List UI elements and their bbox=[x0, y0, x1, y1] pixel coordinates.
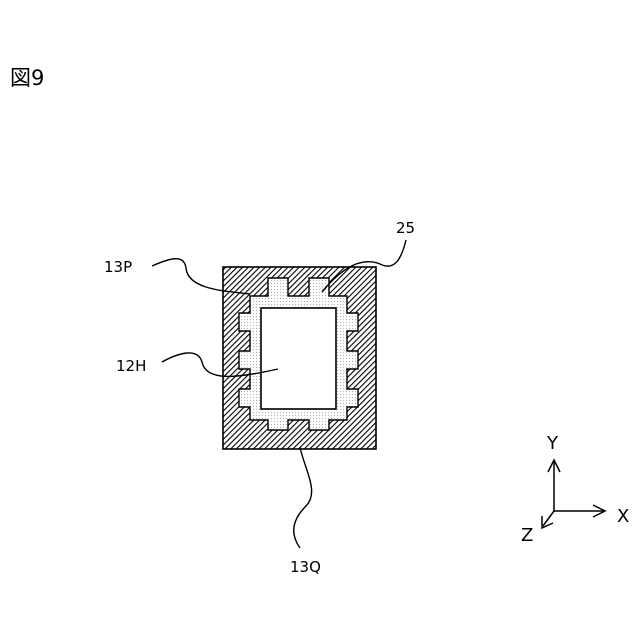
axis-label-y: Y bbox=[546, 433, 559, 454]
axis-label-x: X bbox=[617, 506, 629, 527]
leader-line-13q bbox=[294, 447, 312, 548]
inner-rectangle bbox=[261, 308, 336, 409]
label-13q: 13Q bbox=[290, 558, 321, 576]
axis-label-z: Z bbox=[521, 525, 533, 546]
label-12h: 12H bbox=[116, 357, 146, 375]
label-13p: 13P bbox=[104, 258, 132, 276]
label-25: 25 bbox=[396, 219, 415, 237]
axis-indicator bbox=[542, 460, 605, 528]
